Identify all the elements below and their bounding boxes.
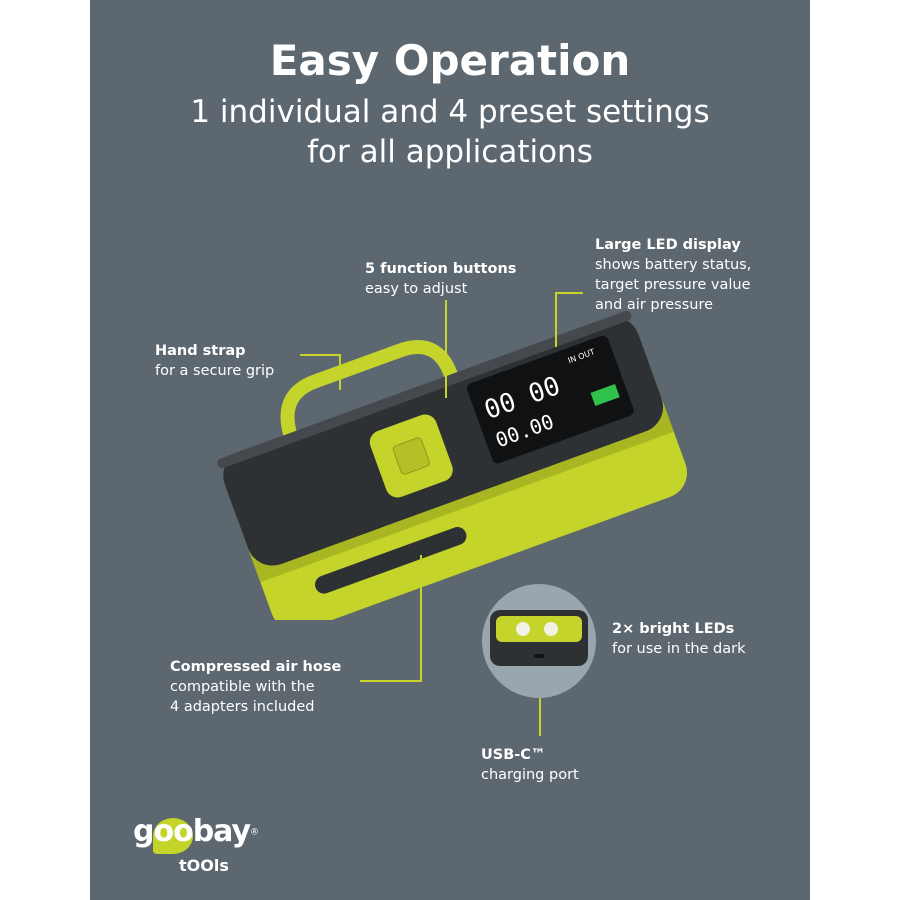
- callout-title: Large LED display: [595, 237, 741, 253]
- function-buttons: [369, 414, 453, 498]
- callout-line-strap: [300, 354, 340, 356]
- callout-text: shows battery status,: [595, 257, 752, 273]
- logo-bubble: [153, 818, 193, 854]
- hand-strap: [280, 340, 458, 465]
- logo-brand: goobay: [133, 814, 251, 849]
- callout-text: 4 adapters included: [170, 699, 315, 715]
- logo-sub: tOOls: [179, 856, 229, 875]
- callout-air-hose: Compressed air hose compatible with the …: [170, 657, 341, 717]
- callout-line-display-v: [555, 292, 557, 347]
- callout-line-hose: [360, 680, 422, 682]
- battery-indicator: [590, 383, 620, 407]
- callout-line-buttons: [445, 300, 447, 398]
- callout-line-display: [555, 292, 583, 294]
- air-hose: [315, 527, 467, 594]
- callout-line-strap-v: [339, 354, 341, 390]
- callout-text: compatible with the: [170, 679, 315, 695]
- callout-hand-strap: Hand strap for a secure grip: [155, 341, 274, 381]
- led-detail-inset: [482, 584, 596, 698]
- logo-registered: ®: [250, 827, 260, 838]
- callout-title: Compressed air hose: [170, 659, 342, 675]
- led-display: [467, 335, 634, 464]
- callout-function-buttons: 5 function buttons easy to adjust: [365, 259, 516, 299]
- callout-text: for a secure grip: [155, 363, 275, 379]
- callout-usb: USB-C™ charging port: [481, 745, 579, 785]
- callout-led-display: Large LED display shows battery status, …: [595, 235, 751, 315]
- callout-title: USB-C™: [481, 747, 546, 763]
- callout-title: Hand strap: [155, 343, 246, 359]
- air-compressor-device: 00 00 00.00 IN OUT: [217, 310, 688, 620]
- page-title: Easy Operation: [269, 36, 631, 85]
- subtitle-line-1: 1 individual and 4 preset settings: [190, 94, 710, 130]
- callout-title: 2× bright LEDs: [612, 621, 735, 637]
- callout-title: 5 function buttons: [365, 261, 517, 277]
- goobay-tools-logo: goobay® tOOls: [133, 814, 260, 875]
- callout-text: and air pressure: [595, 297, 714, 313]
- subtitle-line-2: for all applications: [307, 134, 593, 170]
- led-icon: [516, 622, 530, 636]
- callout-text: target pressure value: [595, 277, 751, 293]
- callout-leds: 2× bright LEDs for use in the dark: [612, 619, 746, 659]
- callout-line-usb: [539, 668, 541, 736]
- usb-c-port: [534, 654, 544, 658]
- callout-text: charging port: [481, 767, 579, 783]
- callout-text: for use in the dark: [612, 641, 746, 657]
- led-icon: [544, 622, 558, 636]
- callout-line-hose-v: [420, 555, 422, 682]
- callout-text: easy to adjust: [365, 281, 468, 297]
